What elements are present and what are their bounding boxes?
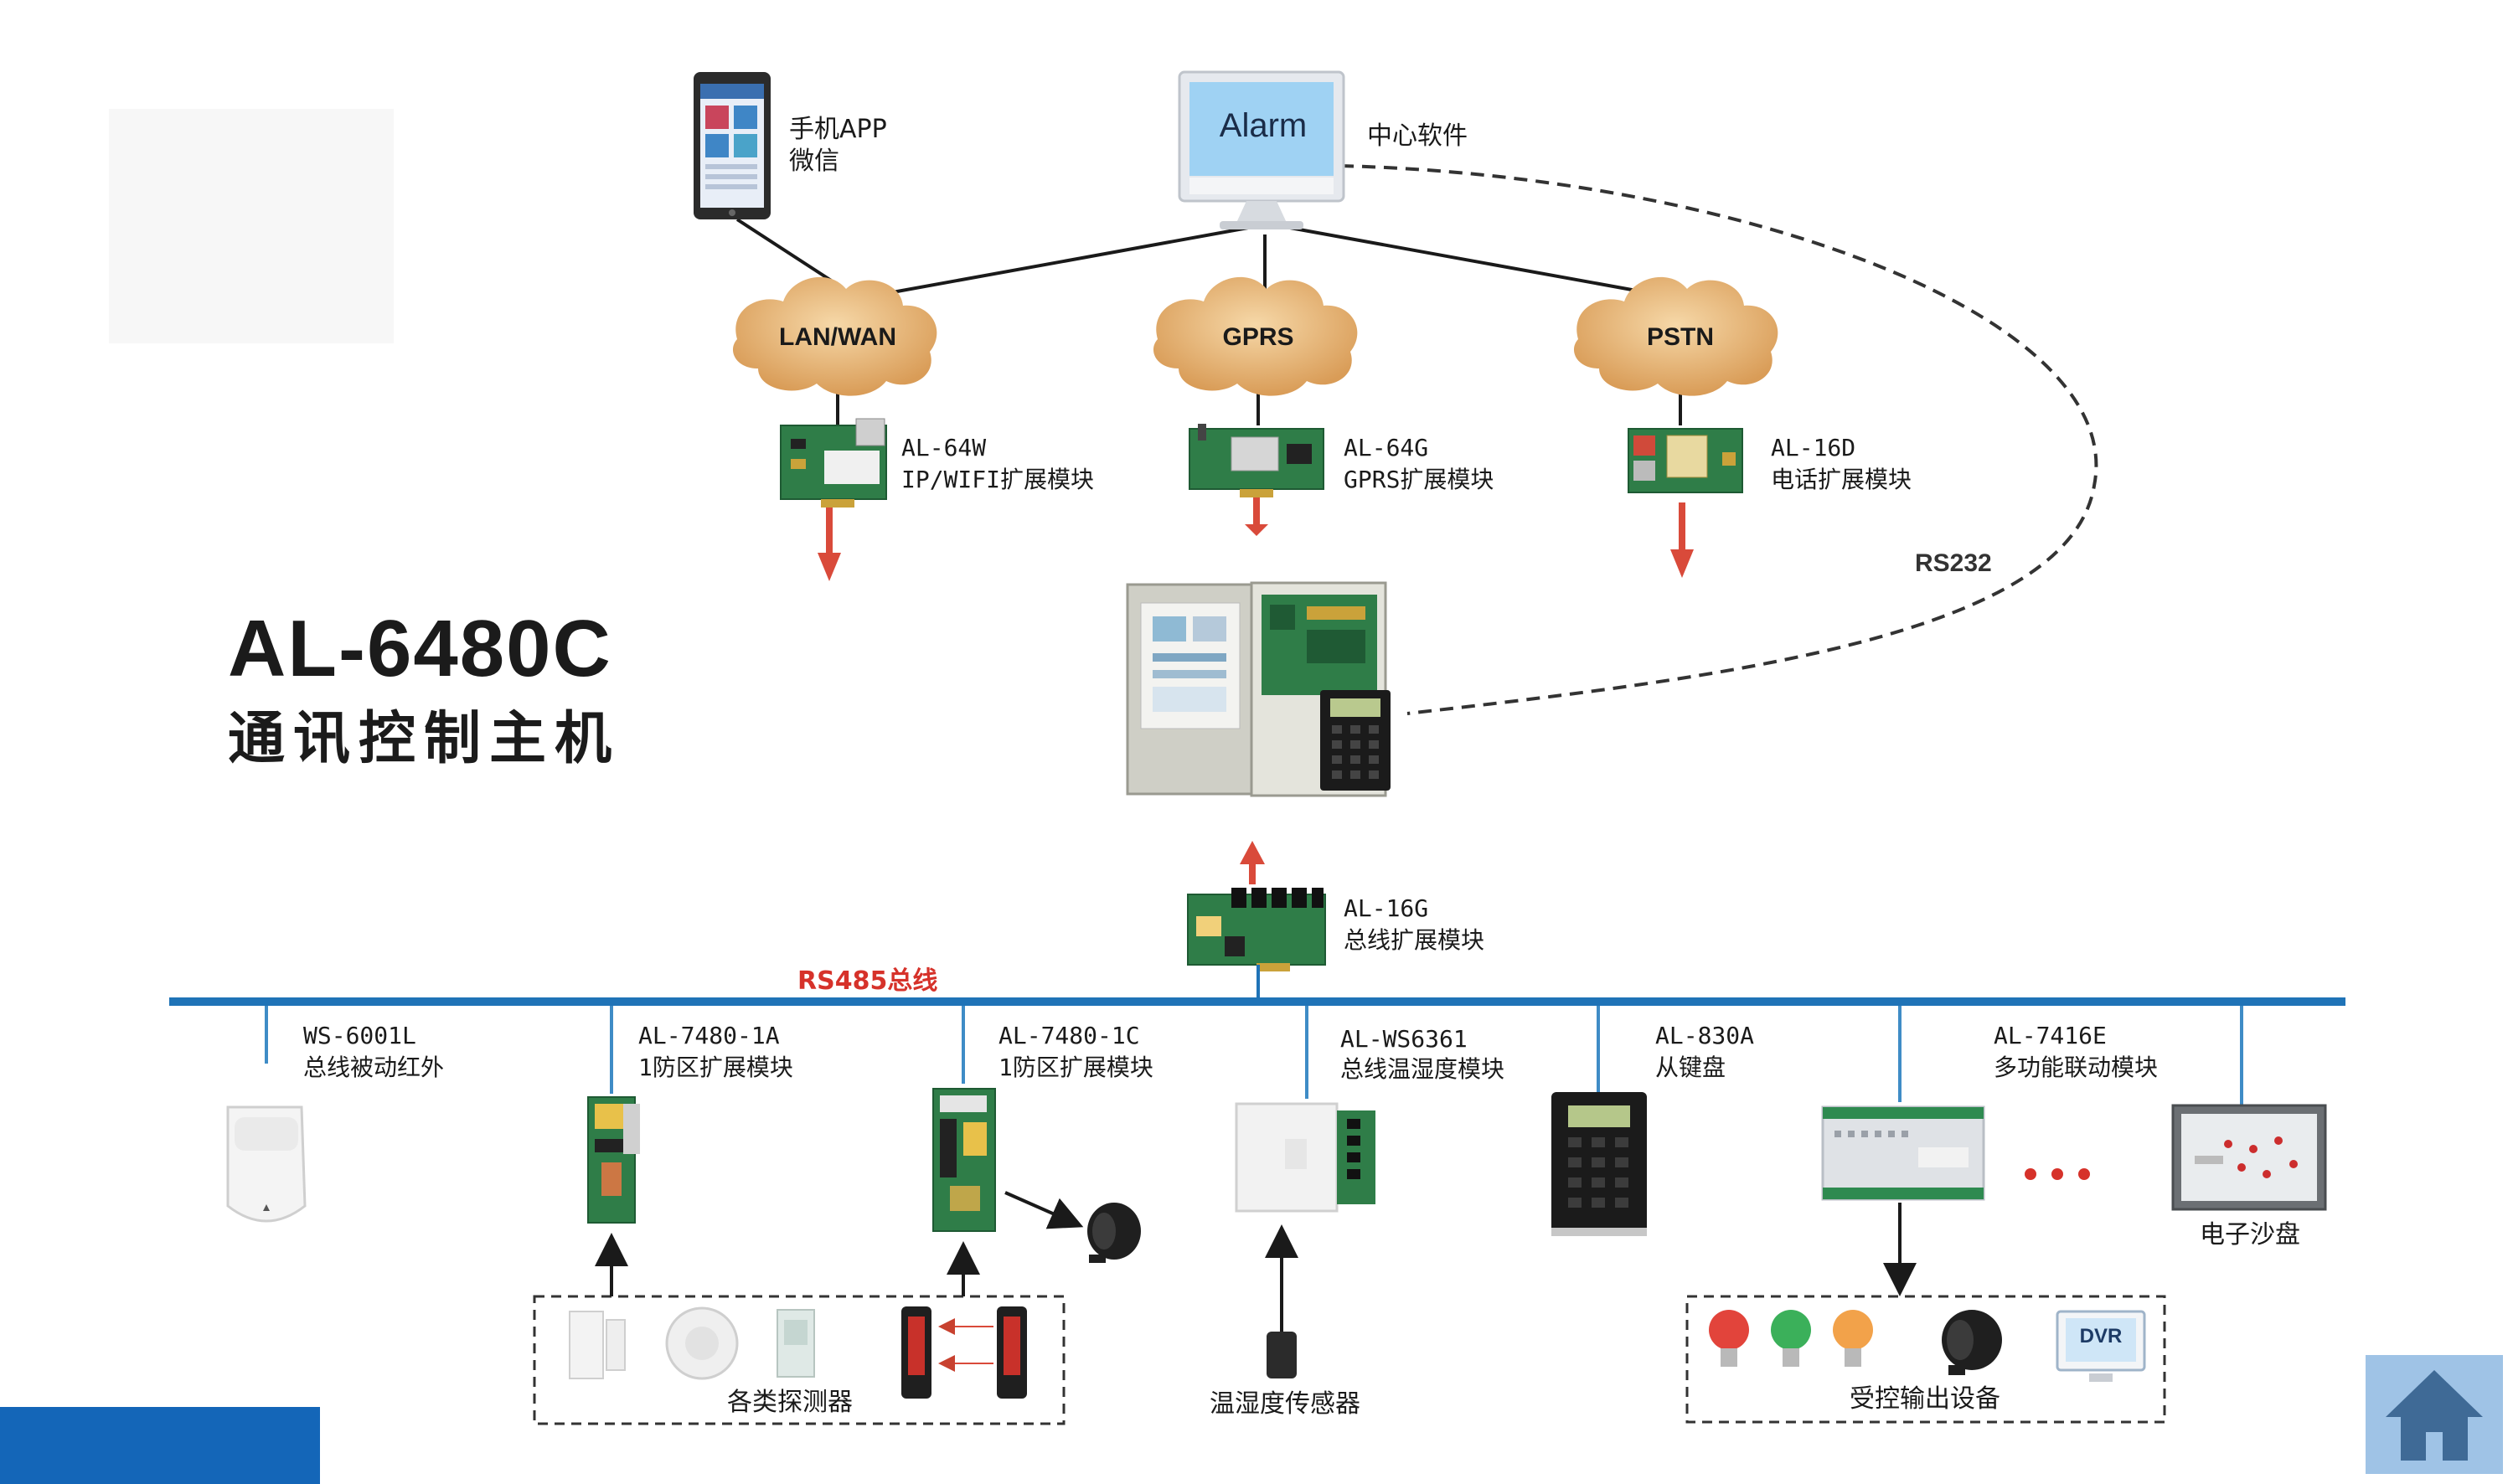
cloud-gprs: [1153, 276, 1358, 396]
device-desc-ws-6001l: 总线被动红外: [303, 1054, 445, 1081]
device-model-al-830a: AL-830A: [1655, 1022, 1755, 1049]
monitor-icon: [1178, 70, 1345, 229]
rs232-label: RS232: [1915, 549, 1992, 577]
siren-icon: [1004, 1191, 1141, 1263]
center-software-label: 中心软件: [1367, 121, 1468, 151]
cloud-lan-wan: [732, 276, 937, 396]
detectors-group-box: [533, 1295, 1066, 1425]
cloud-pstn: [1573, 276, 1778, 396]
device-desc-al-830a: 从键盘: [1655, 1054, 1726, 1081]
sandbox-label: 电子沙盘: [2200, 1220, 2300, 1250]
glass-break-detector-icon: [777, 1309, 815, 1378]
bus-module-desc: 总线扩展模块: [1344, 926, 1485, 954]
electronic-sandbox-icon: [2171, 1104, 2327, 1211]
module-desc-al-64g: GPRS扩展模块: [1344, 466, 1494, 493]
module-desc-al-64w: IP/WIFI扩展模块: [901, 466, 1095, 493]
model-title: AL-6480C: [228, 604, 612, 693]
output-siren-icon: [1942, 1310, 2002, 1375]
dvr-label: DVR: [2079, 1325, 2123, 1347]
module-al-7416e: [1821, 1105, 1985, 1201]
red-arrows-top: [818, 497, 1694, 581]
cloud-label-gprs: GPRS: [1222, 323, 1293, 351]
bulb-green-icon: [1771, 1310, 1811, 1367]
module-board-al-64w: [780, 418, 887, 508]
outputs-group-box: [1685, 1295, 2166, 1424]
module-board-al-64g: [1189, 424, 1324, 497]
bus-drops: [265, 1006, 2243, 1105]
faint-watermark-area: [109, 109, 394, 343]
device-model-al-7480-1a: AL-7480-1A: [638, 1022, 780, 1049]
door-contact-icon: [569, 1311, 626, 1379]
cloud-label-pstn: PSTN: [1647, 323, 1714, 351]
app-label-line2: 微信: [789, 147, 839, 176]
detectors-group-label: 各类探测器: [727, 1388, 853, 1417]
smartphone-icon: [694, 72, 771, 219]
device-model-al-7416e: AL-7416E: [1994, 1022, 2107, 1049]
main-control-panel: [1126, 581, 1391, 797]
bulb-red-icon: [1709, 1310, 1749, 1367]
pir-detector-icon: [226, 1105, 307, 1223]
keypad-al-830a: [1551, 1092, 1647, 1236]
dvr-monitor-icon: [2056, 1310, 2146, 1382]
smoke-detector-icon: [665, 1306, 739, 1380]
red-arrow-up: [1240, 841, 1265, 884]
module-board-al-7480-1a: [587, 1096, 640, 1224]
temperature-humidity-sensor-icon: [1265, 1224, 1298, 1378]
home-icon: [2386, 1370, 2483, 1461]
cloud-label-lan-wan: LAN/WAN: [779, 323, 896, 351]
device-desc-al-7416e: 多功能联动模块: [1994, 1054, 2159, 1081]
device-desc-al-7480-1c: 1防区扩展模块: [998, 1054, 1153, 1081]
module-al-ws6361: [1235, 1102, 1375, 1213]
bus-module-model: AL-16G: [1344, 894, 1429, 922]
home-button[interactable]: [2366, 1355, 2503, 1474]
footer-blue-block: [0, 1407, 320, 1484]
rs485-bus: [169, 997, 2345, 1006]
beam-detector-icon: [901, 1306, 1027, 1399]
device-model-al-7480-1c: AL-7480-1C: [998, 1022, 1140, 1049]
more-dots: [2025, 1168, 2090, 1180]
sensor-label: 温湿度传感器: [1210, 1389, 1360, 1419]
module-desc-al-16d: 电话扩展模块: [1771, 466, 1912, 493]
monitor-screen-text: Alarm: [1219, 107, 1308, 144]
module-board-al-16g: [1187, 888, 1326, 971]
rs232-dashed-line: [1339, 164, 2098, 715]
device-desc-al-ws6361: 总线温湿度模块: [1340, 1055, 1505, 1083]
module-board-al-16d: [1628, 428, 1743, 493]
app-label-line1: 手机APP: [789, 115, 887, 144]
module-board-al-7480-1c: [932, 1088, 996, 1232]
bulb-orange-icon: [1833, 1310, 1873, 1367]
module-model-al-64g: AL-64G: [1344, 434, 1429, 461]
device-desc-al-7480-1a: 1防区扩展模块: [638, 1054, 793, 1081]
device-model-ws-6001l: WS-6001L: [303, 1022, 416, 1049]
module-model-al-16d: AL-16D: [1771, 434, 1856, 461]
device-model-al-ws6361: AL-WS6361: [1340, 1025, 1468, 1053]
outputs-group-label: 受控输出设备: [1850, 1384, 2000, 1414]
module-model-al-64w: AL-64W: [901, 434, 987, 461]
rs485-bus-label: RS485总线: [797, 966, 938, 996]
model-subtitle: 通讯控制主机: [228, 706, 621, 772]
